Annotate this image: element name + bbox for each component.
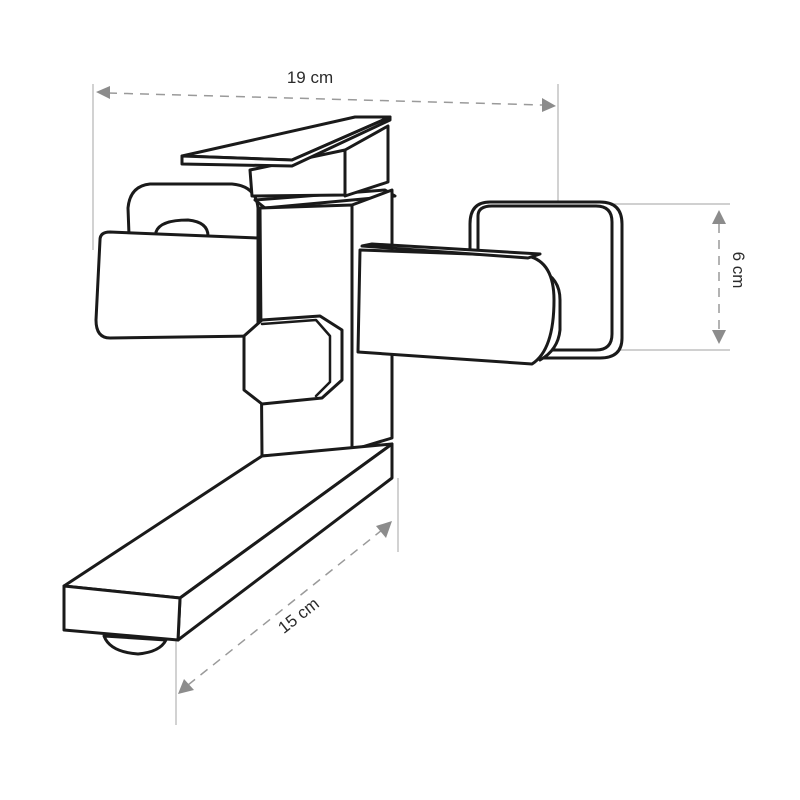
width-arrow-right: [542, 98, 556, 112]
width-arrow-left: [96, 86, 110, 99]
height-arrow-top: [712, 210, 726, 224]
width-dimension-line: [107, 92, 543, 106]
width-dimension: 19 cm: [96, 68, 556, 112]
height-arrow-bottom: [712, 330, 726, 344]
width-label: 19 cm: [287, 68, 333, 87]
spout-arrow-right: [376, 521, 392, 538]
lever-handle: [180, 115, 392, 198]
left-arm: [94, 230, 260, 340]
spout-label: 15 cm: [275, 594, 323, 637]
right-arm: [356, 242, 562, 366]
diverter-knob: [242, 314, 344, 406]
height-label: 6 cm: [729, 252, 748, 289]
spout: [62, 442, 394, 656]
spout-arrow-left: [178, 679, 194, 694]
height-dimension: 6 cm: [712, 210, 748, 344]
